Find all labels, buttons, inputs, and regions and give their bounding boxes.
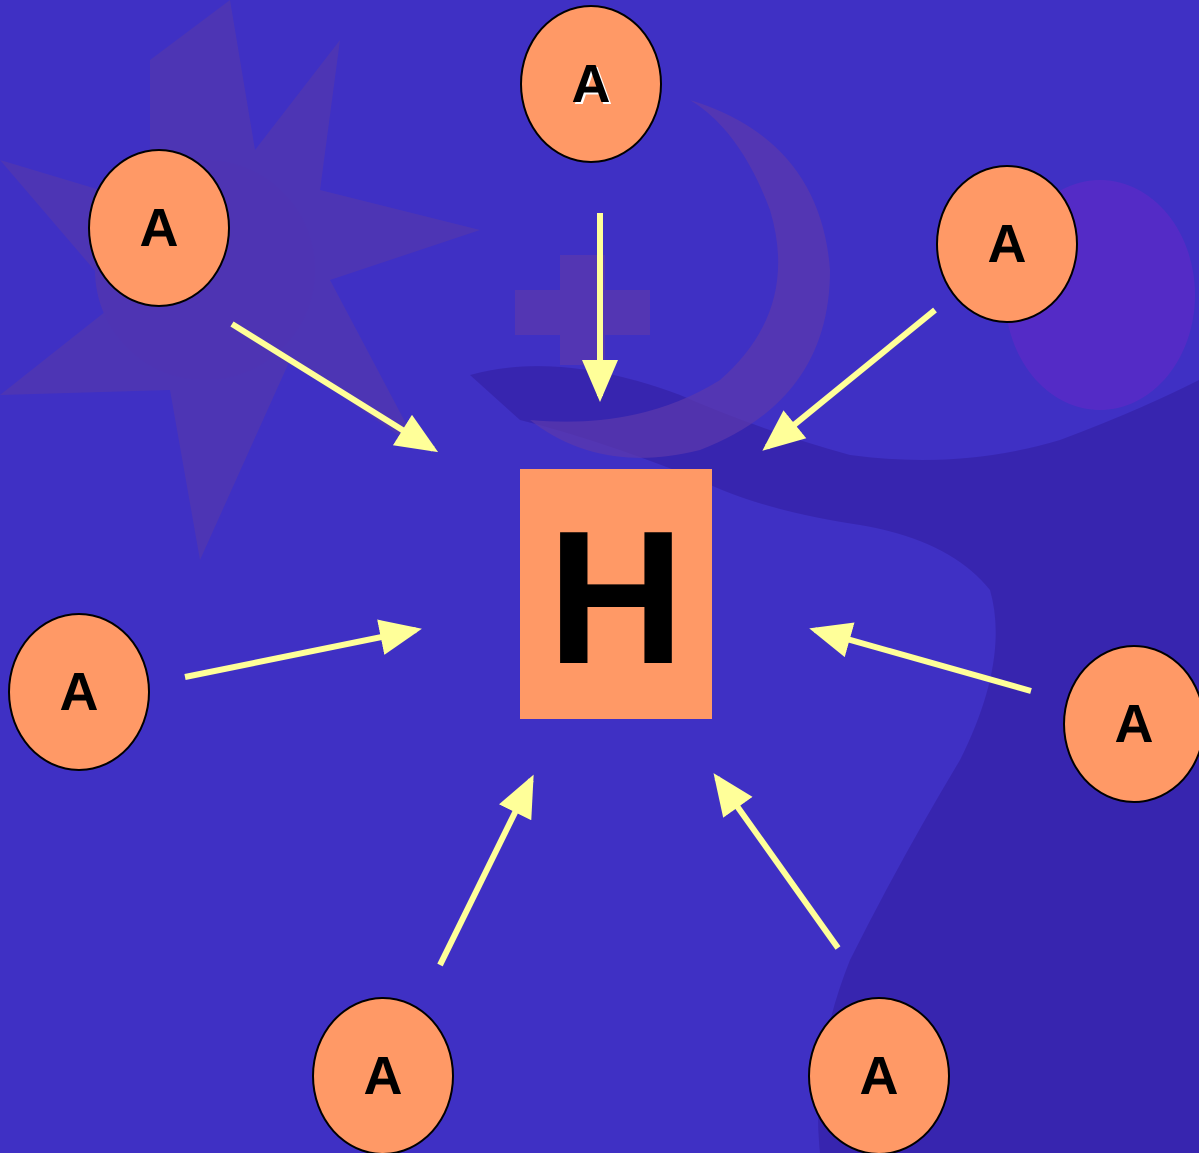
atom-label: A bbox=[139, 198, 179, 258]
atom-label: A bbox=[363, 1046, 403, 1106]
arrow-right-to-hub bbox=[809, 622, 1032, 694]
atom-node-bottom-right: A bbox=[808, 997, 950, 1153]
arrow-upper-left-to-hub bbox=[230, 321, 439, 453]
background-crescent-icon bbox=[530, 100, 830, 458]
hydrogen-box: H bbox=[520, 469, 712, 719]
atom-node-top: A bbox=[520, 5, 662, 163]
atom-label: A bbox=[571, 54, 611, 114]
atom-label: A bbox=[59, 662, 99, 722]
atom-label: A bbox=[1114, 694, 1154, 754]
background-cross-icon bbox=[515, 255, 650, 365]
atom-label: A bbox=[987, 214, 1027, 274]
atom-node-right: A bbox=[1063, 645, 1199, 803]
arrow-bottom-right-to-hub bbox=[713, 773, 841, 950]
hydrogen-label: H bbox=[547, 492, 685, 704]
atom-node-left: A bbox=[8, 613, 150, 771]
background-band-shape bbox=[470, 366, 1199, 1153]
atom-node-upper-right: A bbox=[936, 165, 1078, 323]
arrow-upper-right-to-hub bbox=[762, 307, 937, 451]
arrow-left-to-hub bbox=[184, 619, 422, 680]
arrow-bottom-left-to-hub bbox=[437, 774, 534, 967]
atom-label: A bbox=[859, 1046, 899, 1106]
atom-node-bottom-left: A bbox=[312, 997, 454, 1153]
atom-node-upper-left: A bbox=[88, 149, 230, 307]
